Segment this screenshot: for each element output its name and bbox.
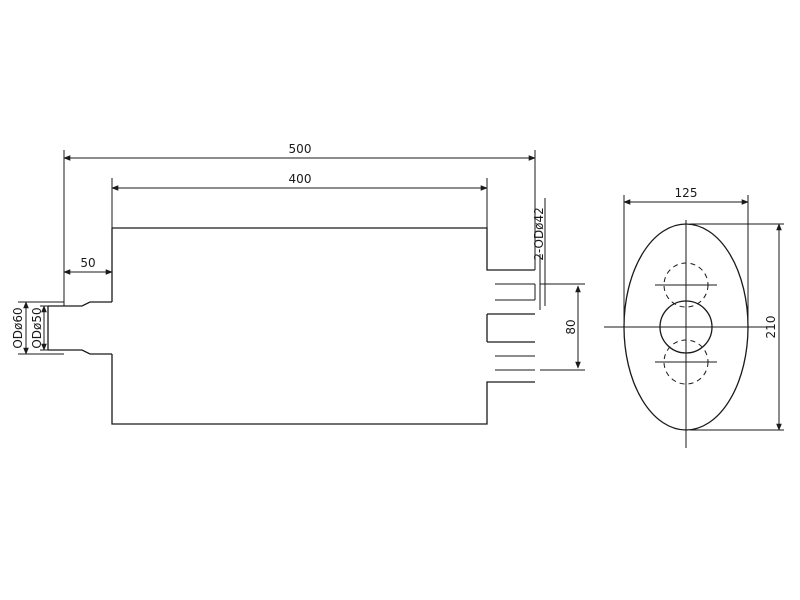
- inlet-pipe: [47, 301, 112, 355]
- label-inlet-stub: 50: [80, 256, 95, 270]
- extension-lines-end: [623, 195, 784, 431]
- end-view: 125 210: [604, 186, 784, 448]
- label-overall-length: 500: [289, 142, 312, 156]
- side-view: 500 400 50 ODø60 ODø50 2-ODø42 80: [11, 142, 585, 425]
- label-inlet-od: ODø60: [11, 307, 25, 348]
- label-outlet-spacing: 80: [564, 319, 578, 334]
- outlet-pipe-upper: [495, 283, 535, 301]
- label-body-length: 400: [289, 172, 312, 186]
- label-oval-height: 210: [764, 316, 778, 339]
- label-outlet-od: 2-ODø42: [532, 207, 546, 261]
- inlet-pipe-circle: [659, 300, 713, 354]
- label-inlet-od-inner: ODø50: [30, 307, 44, 348]
- muffler-body-outline: [111, 227, 535, 425]
- label-oval-width: 125: [675, 186, 698, 200]
- outlet-pipe-lower: [495, 355, 535, 371]
